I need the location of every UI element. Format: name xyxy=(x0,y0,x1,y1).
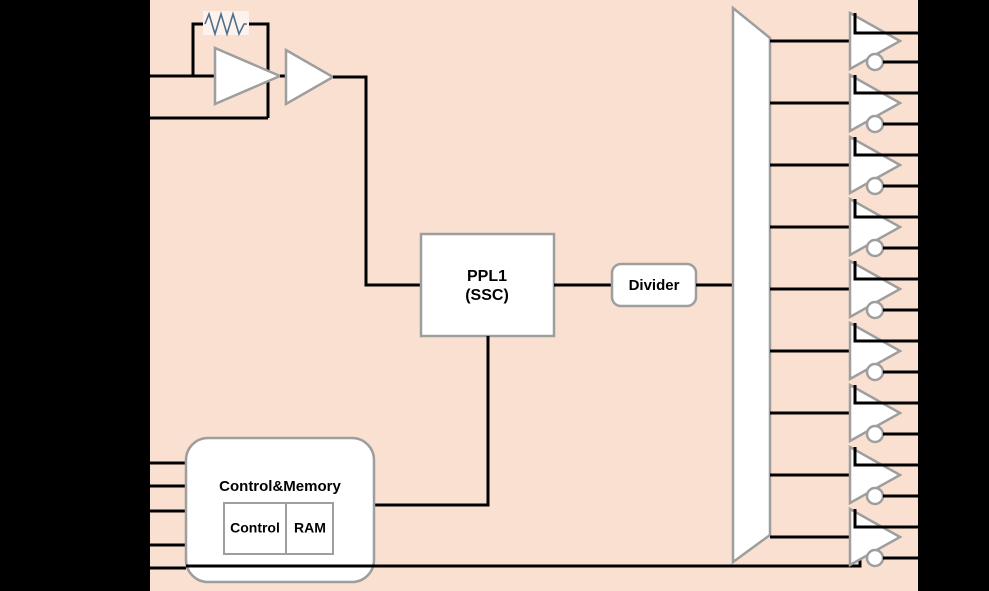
buffer-invert-bubble xyxy=(865,114,885,134)
feedback-resistor xyxy=(203,11,249,37)
buffer-invert-bubble xyxy=(865,176,885,196)
output-mux[interactable] xyxy=(731,5,772,565)
divider-block[interactable]: Divider xyxy=(610,262,698,308)
left-canvas-mask xyxy=(0,0,130,591)
osc-to-pll-wire xyxy=(333,75,421,287)
oscillator-inverter-triangle xyxy=(213,46,284,106)
buffer-invert-bubble xyxy=(865,300,885,320)
buffer-invert-bubble xyxy=(865,362,885,382)
right-canvas-mask xyxy=(918,0,989,591)
pll-to-control-wire xyxy=(374,336,490,507)
buffer-invert-bubble xyxy=(865,548,885,568)
right-pin-group xyxy=(883,31,918,560)
control-memory-label: Control&Memory xyxy=(219,478,341,495)
buffer-invert-bubble xyxy=(865,486,885,506)
control-memory-block[interactable]: Control&Memory Control RAM xyxy=(184,436,376,584)
ram-subblock-label: RAM xyxy=(294,520,326,536)
pll-block[interactable]: PPL1 (SSC) xyxy=(419,232,556,338)
ram-subblock[interactable] xyxy=(285,502,334,555)
divider-label: Divider xyxy=(629,277,680,294)
pll-label-line2: (SSC) xyxy=(465,287,509,304)
control-subblock-label: Control xyxy=(230,520,280,536)
buffer-invert-bubble xyxy=(865,52,885,72)
oscillator-output-buffer-triangle xyxy=(284,47,336,107)
pll-label-line1: PPL1 xyxy=(467,268,507,285)
oscillator-section xyxy=(150,11,421,287)
buffer-invert-bubble xyxy=(865,238,885,258)
control-subblock[interactable] xyxy=(223,502,287,555)
buffer-invert-bubble xyxy=(865,424,885,444)
left-pin-group xyxy=(130,74,186,570)
